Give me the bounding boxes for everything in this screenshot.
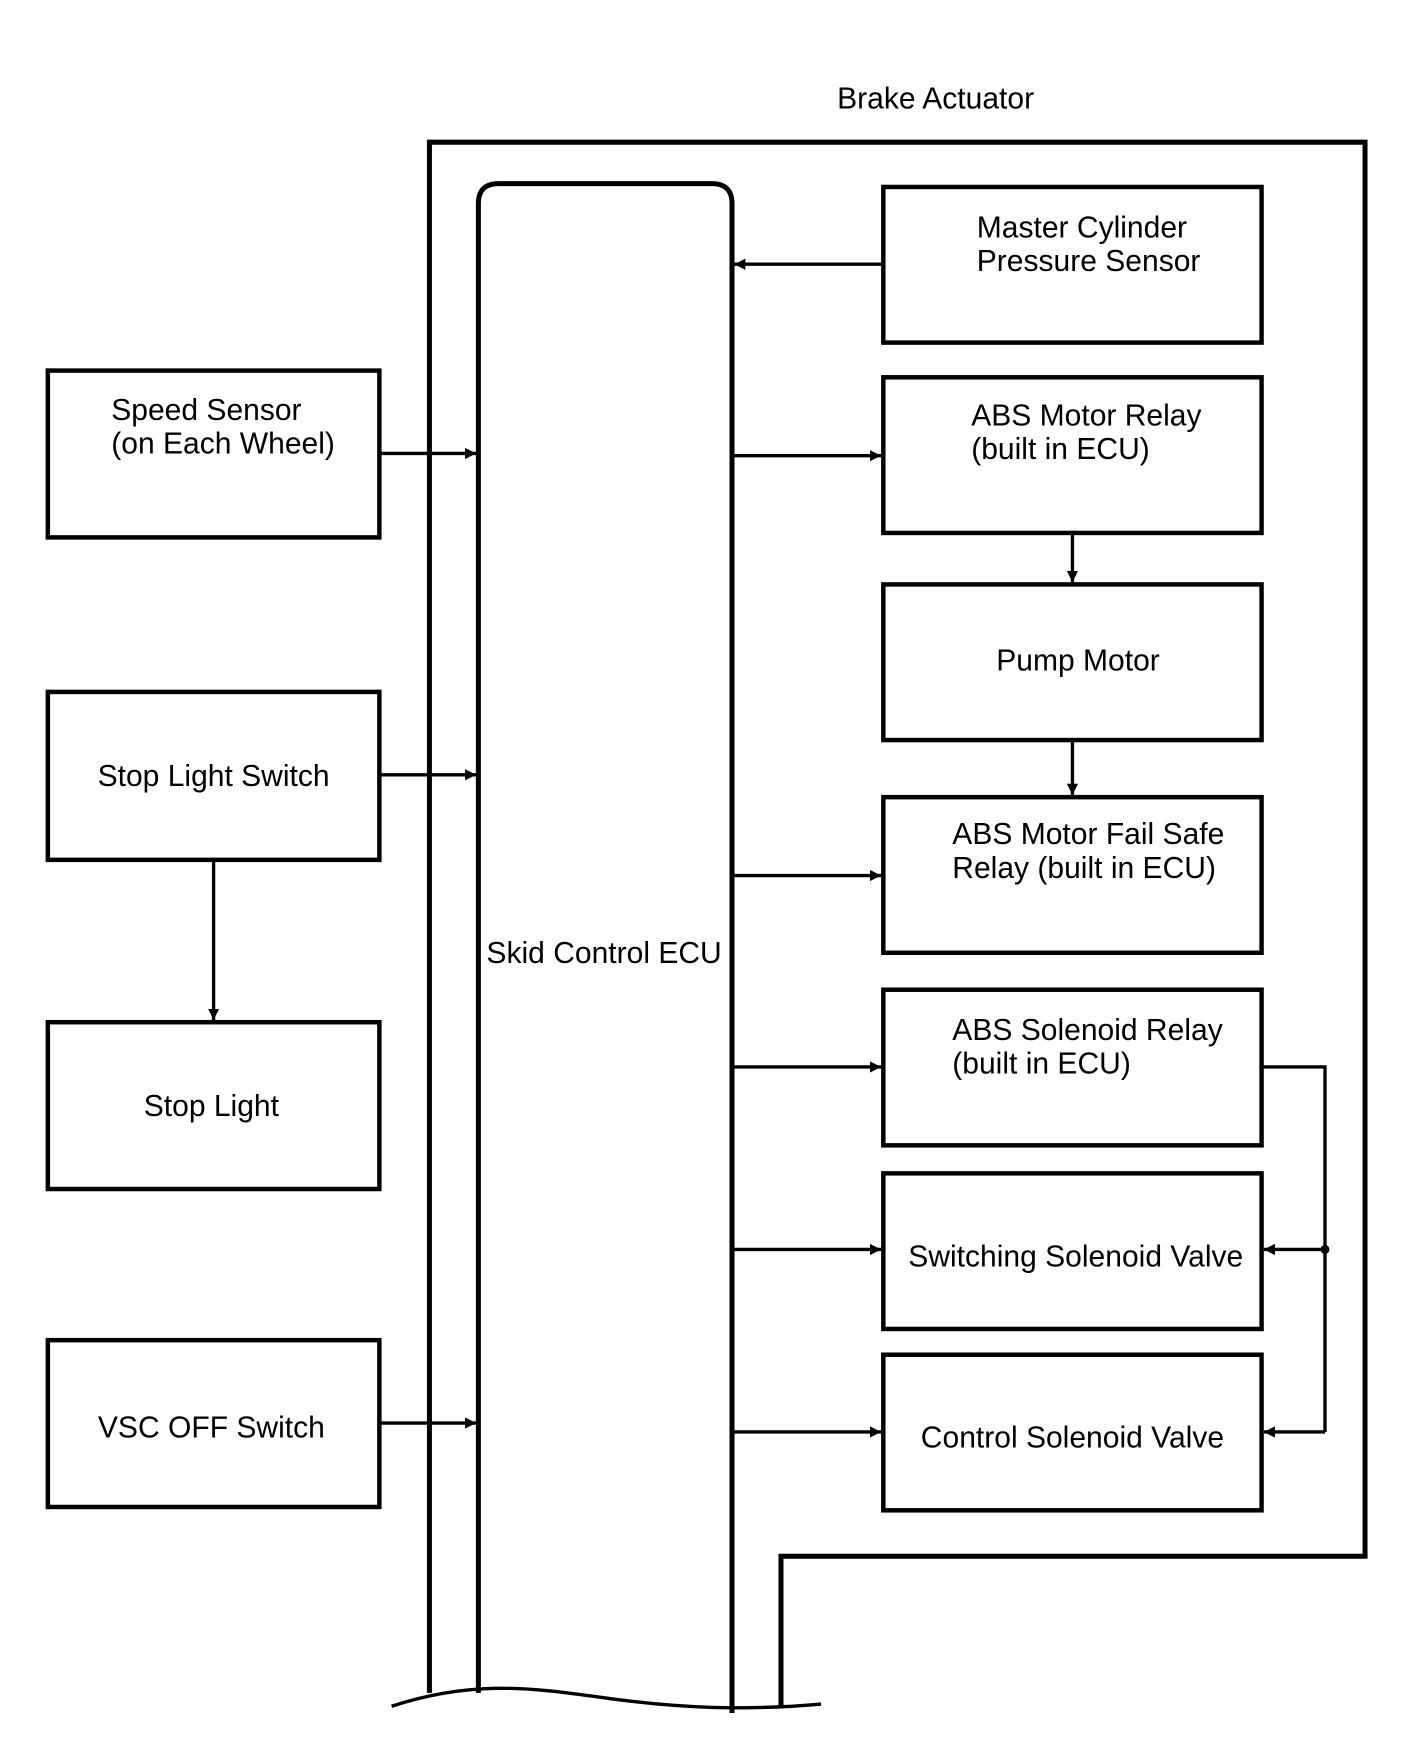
control-solenoid-valve-block: Control Solenoid Valve [881, 1352, 1264, 1513]
skid-control-ecu-label: Skid Control ECU [486, 937, 721, 970]
abs-motor-relay-label: ABS Motor Relay (built in ECU) [971, 399, 1210, 466]
abs-solenoid-relay-label: ABS Solenoid Relay (built in ECU) [952, 1014, 1231, 1081]
stop-light-block: Stop Light [45, 1019, 382, 1192]
abs-motor-fail-safe-relay-block: ABS Motor Fail Safe Relay (built in ECU) [881, 794, 1264, 956]
abs-solenoid-relay-block: ABS Solenoid Relay (built in ECU) [881, 987, 1264, 1148]
skid-control-ecu-box [475, 181, 735, 1713]
speed-sensor-block: Speed Sensor (on Each Wheel) [45, 368, 382, 540]
speed-sensor-label: Speed Sensor (on Each Wheel) [111, 394, 335, 461]
vsc-off-switch-block: VSC OFF Switch [45, 1337, 382, 1510]
master-cylinder-pressure-sensor-label: Master Cylinder Pressure Sensor [977, 211, 1201, 278]
stop-light-switch-label: Stop Light Switch [98, 760, 330, 793]
switching-solenoid-valve-block: Switching Solenoid Valve [881, 1171, 1264, 1332]
brake-actuator-title: Brake Actuator [837, 83, 1034, 116]
pump-motor-block: Pump Motor [881, 582, 1264, 743]
break-line [391, 1686, 822, 1710]
abs-motor-fail-safe-relay-label: ABS Motor Fail Safe Relay (built in ECU) [952, 818, 1232, 885]
switching-solenoid-valve-label: Switching Solenoid Valve [908, 1240, 1243, 1273]
solenoid-relay-feed-line [1261, 1065, 1327, 1432]
pump-motor-label: Pump Motor [996, 645, 1160, 678]
junction-dot [1320, 1244, 1330, 1254]
abs-motor-relay-block: ABS Motor Relay (built in ECU) [881, 375, 1264, 536]
brake-actuator-outline [426, 139, 1368, 1709]
stop-light-switch-block: Stop Light Switch [45, 689, 382, 863]
vsc-off-switch-label: VSC OFF Switch [98, 1411, 325, 1444]
control-solenoid-valve-label: Control Solenoid Valve [921, 1422, 1224, 1455]
master-cylinder-pressure-sensor-block: Master Cylinder Pressure Sensor [881, 184, 1264, 345]
stop-light-label: Stop Light [144, 1090, 280, 1123]
